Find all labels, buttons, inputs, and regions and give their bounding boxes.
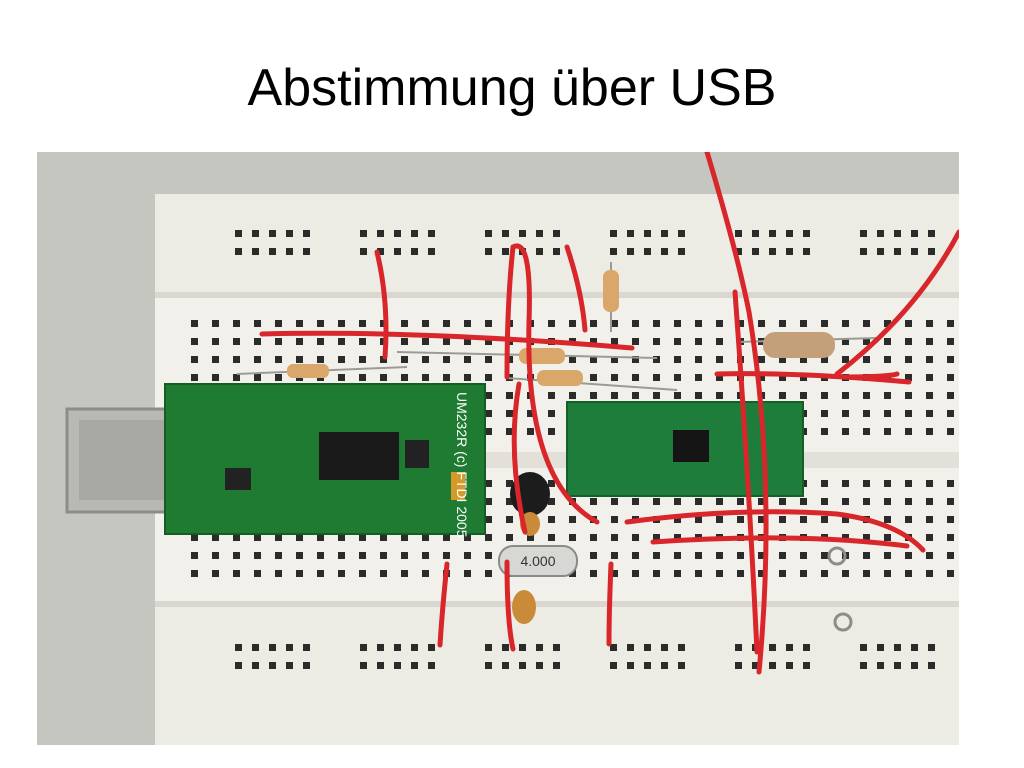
resistor-5 [763,332,835,358]
crystal-label: 4.000 [520,553,555,569]
wire-loop-2 [833,612,853,632]
rail-divider-bottom [155,601,959,607]
tantalum-capacitor [451,472,465,500]
jumper-wires [259,152,959,675]
jumper-header-left [225,468,251,490]
slide-title: Abstimmung über USB [247,59,777,117]
bottom-power-rail [155,607,959,745]
resistor-3 [537,370,583,386]
resistor-2 [519,348,565,364]
ceramic-capacitor [512,590,536,624]
breadboard-photo-svg: UM232R (c) FTDI 2005 4.000 [37,152,959,745]
crystal-oscillator [498,545,578,577]
board-silkscreen-label: UM232R (c) FTDI 2005 [454,392,470,538]
ftdi-chip [319,432,399,480]
rail-divider-top [155,292,959,298]
top-power-rail [155,194,959,292]
resistor-1 [287,364,329,378]
microcontroller-chip [673,430,709,462]
breadboard-photo: UM232R (c) FTDI 2005 4.000 [37,152,959,745]
resistor-4 [603,270,619,312]
wire-loop [827,546,847,566]
jumper-header [405,440,429,468]
